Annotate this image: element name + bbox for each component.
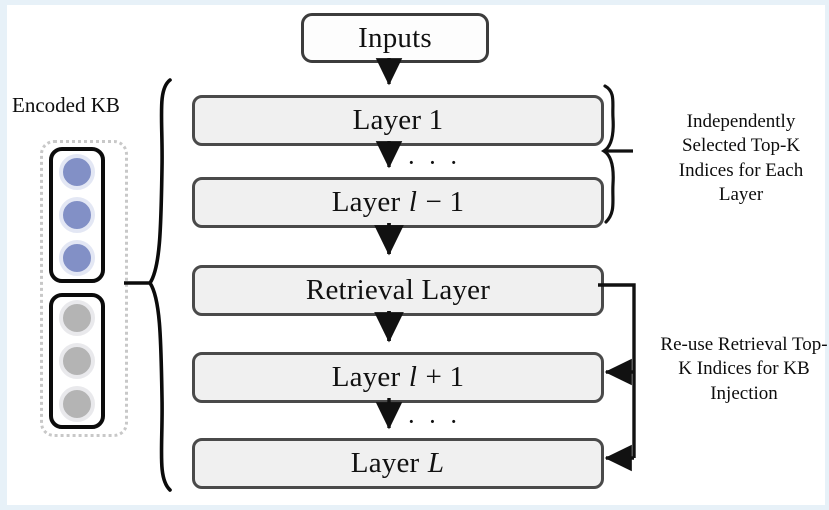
kb-dot-gray-1 (59, 300, 95, 337)
kb-dot-gray-2 (59, 342, 95, 379)
node-layer-l-plus-1[interactable]: Layer l + 1 (192, 352, 604, 403)
kb-group-remaining[interactable] (49, 293, 105, 429)
layer-l-minus-1-prefix: Layer (331, 186, 408, 218)
ellipsis-upper: · · · (407, 148, 461, 177)
node-inputs-label: Inputs (358, 21, 432, 54)
node-layer-l-plus-1-label: Layer l + 1 (332, 363, 465, 392)
node-retrieval-layer-label: Retrieval Layer (305, 274, 491, 306)
node-inputs[interactable]: Inputs (301, 13, 489, 63)
node-layer-l-minus-1[interactable]: Layer l − 1 (192, 177, 604, 228)
kb-dot-blue-3 (59, 239, 95, 276)
node-retrieval-layer[interactable]: Retrieval Layer (192, 265, 604, 316)
ellipsis-lower: · · · (407, 407, 461, 436)
node-layer-l-minus-1-label: Layer l − 1 (332, 188, 465, 217)
layer-l-plus-1-prefix: Layer (331, 361, 408, 393)
node-layer-1-label: Layer 1 (352, 104, 444, 136)
kb-group-retrieved[interactable] (49, 147, 105, 283)
node-layer-1[interactable]: Layer 1 (192, 95, 604, 146)
annotation-reuse-topk: Re-use Retrieval Top-K Indices for KB In… (660, 334, 828, 404)
kb-dot-gray-3 (59, 385, 95, 422)
layer-L-variable: L (427, 447, 445, 479)
layer-l-plus-1-variable: l (408, 361, 418, 393)
annotation-independent-topk: Independently Selected Top-K Indices for… (678, 111, 804, 205)
figure-panel: Encoded KB Inputs Layer 1 Layer l − 1 Re… (7, 5, 828, 505)
layer-L-prefix: Layer (350, 447, 427, 479)
kb-dot-blue-2 (59, 196, 95, 233)
kb-dot-blue-1 (59, 154, 95, 191)
node-layer-L-label: Layer L (351, 449, 445, 478)
encoded-kb-title: Encoded KB (12, 93, 120, 117)
layer-l-minus-1-variable: l (408, 186, 418, 218)
layer-l-minus-1-suffix: − 1 (418, 186, 465, 218)
node-layer-L[interactable]: Layer L (192, 438, 604, 489)
layer-l-plus-1-suffix: + 1 (418, 361, 465, 393)
encoded-kb-outer-boundary (40, 140, 128, 437)
